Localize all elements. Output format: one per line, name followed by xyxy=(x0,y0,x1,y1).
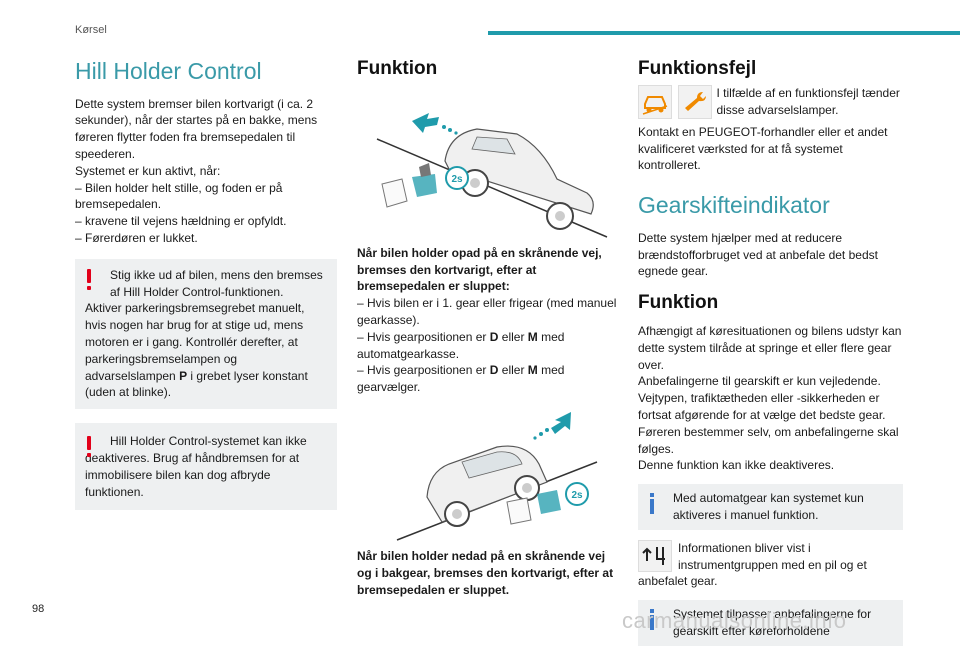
gear-function-text: Afhængigt af køresituationen og bilens u… xyxy=(638,323,902,372)
hill-holder-title: Hill Holder Control xyxy=(75,58,262,84)
gear-display-note: Informationen bliver vist i instrumentgr… xyxy=(638,539,903,590)
gear-function-text-3: Denne funktion kan ikke deaktiveres. xyxy=(638,458,835,473)
gear-function-text-2: Anbefalingerne til gearskift er kun vejl… xyxy=(638,374,899,456)
warning-1-text-a: Stig ikke ud af bilen, mens den bremses … xyxy=(110,267,323,299)
uphill-heading: Når bilen holder opad på en skrånende ve… xyxy=(357,245,602,294)
info-2-text: Informationen bliver vist i instrumentgr… xyxy=(638,540,867,589)
gear-intro: Dette system hjælper med at reducere bræ… xyxy=(638,230,878,279)
uphill-2s-badge: 2s xyxy=(451,174,463,185)
downhill-heading: Når bilen holder nedad på en skrånende v… xyxy=(357,548,614,597)
hill-holder-intro: Dette system bremser bilen kortvarigt (i… xyxy=(75,96,318,161)
fault-text-a: I tilfælde af en funktionsfejl tænder di… xyxy=(716,85,900,117)
warning-1-text-b: Aktiver parkeringsbremsegrebet manuelt, … xyxy=(85,301,308,400)
active-when-text: Systemet er kun aktivt, når: xyxy=(75,163,221,178)
fault-text-b: Kontakt en PEUGEOT-forhandler eller et a… xyxy=(638,124,888,173)
hill-assist-fault-icon xyxy=(638,84,672,119)
condition-bullet-2: – kravene til vejens hældning er opfyldt… xyxy=(75,214,287,229)
warning-2-text: Hill Holder Control-systemet kan ikke de… xyxy=(85,434,307,499)
watermark: carmanualsonline.info xyxy=(622,608,847,633)
downhill-2s-badge: 2s xyxy=(571,490,583,501)
column-hill-holder: Hill Holder Control Dette system bremser… xyxy=(75,52,337,511)
warning-exclamation-icon xyxy=(87,436,92,458)
uphill-bullet-2: – Hvis gearpositionen er D eller M med a… xyxy=(357,329,565,361)
condition-bullet-3: – Førerdøren er lukket. xyxy=(75,230,198,245)
header-accent-bar xyxy=(488,31,960,35)
header-section-label: Kørsel xyxy=(75,24,107,36)
warning-box-2: Hill Holder Control-systemet kan ikke de… xyxy=(75,423,337,511)
gear-function-title: Funktion xyxy=(638,292,719,314)
uphill-bullet-1: – Hvis bilen er i 1. gear eller frigear … xyxy=(357,296,617,327)
uphill-car-illustration: 2s xyxy=(376,112,608,238)
wrench-service-icon xyxy=(678,84,713,119)
fault-row: I tilfælde af en funktionsfejl tænder di… xyxy=(638,84,903,119)
uphill-bullet-3: – Hvis gearpositionen er D eller M med g… xyxy=(357,363,565,395)
column-function: Funktion 2s Når bilen holder opad på en … xyxy=(357,52,619,598)
warning-box-1: Stig ikke ud af bilen, mens den bremses … xyxy=(75,258,337,410)
info-1-text: Med automatgear kan systemet kun aktiver… xyxy=(673,491,864,522)
fault-title: Funktionsfejl xyxy=(638,58,757,79)
column-fault-and-gear: Funktionsfejl I tilfælde af en funktions… xyxy=(638,52,903,646)
info-box-1: Med automatgear kan systemet kun aktiver… xyxy=(638,484,903,530)
downhill-car-illustration: 2s xyxy=(396,411,598,541)
fault-warning-icons xyxy=(638,84,713,124)
info-box-3: Systemet tilpasser anbefalingerne for ge… xyxy=(638,600,903,646)
info-3-text: Systemet tilpasser anbefalingerne for ge… xyxy=(673,607,872,638)
condition-bullet-1: – Bilen holder helt stille, og foden er … xyxy=(75,180,283,212)
function-title: Funktion xyxy=(357,58,438,79)
warning-exclamation-icon xyxy=(87,268,92,290)
gear-indicator-title: Gearskifteindikator xyxy=(638,192,830,219)
info-icon xyxy=(650,609,654,631)
page-number: 98 xyxy=(32,603,45,615)
info-icon xyxy=(650,493,654,515)
gear-shift-arrow-icon xyxy=(638,539,672,572)
